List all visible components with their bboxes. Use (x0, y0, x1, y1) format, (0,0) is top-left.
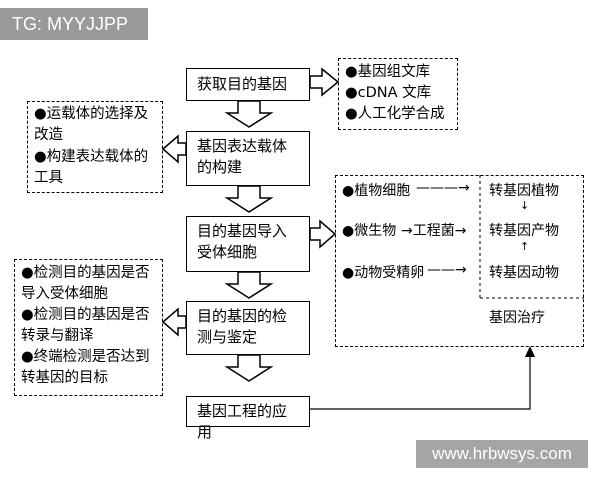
recipient-arrow-animal: ——→ (427, 262, 467, 278)
watermark-top: TG: MYYJJPP (0, 8, 148, 40)
right-arrow-recipients (309, 219, 337, 249)
detection-note-item: ●检测目的基因是否转录与翻译 (21, 307, 150, 344)
recipient-host-animal: ●动物受精卵 (342, 265, 425, 281)
recipient-arrow-microbe: →工程菌→ (401, 223, 467, 239)
down-arrow-3 (224, 271, 274, 299)
step-introduce: 目的基因导入受体细胞 (186, 216, 310, 272)
detection-note-panel: ●检测目的基因是否导入受体细胞 ●检测目的基因是否转录与翻译 ●终端检测是否达到… (14, 259, 163, 396)
gene-source-panel: ●基因组文库 ●cDNA 文库 ●人工化学合成 (338, 58, 458, 130)
detection-note-item: ●检测目的基因是否导入受体细胞 (21, 265, 150, 302)
recipient-result-microbe: 转基因产物 (489, 223, 559, 239)
left-arrow-vector (161, 134, 187, 164)
up-arrow-glyph: ↑ (520, 240, 530, 253)
gene-source-item: ●cDNA 文库 (345, 85, 432, 101)
detection-note-item: ●终端检测是否达到转基因的目标 (21, 349, 150, 386)
application-to-therapy-arrowhead (525, 346, 535, 357)
vector-note-panel: ●运载体的选择及改造 ●构建表达载体的工具 (27, 101, 163, 193)
down-arrow-4 (224, 354, 274, 382)
down-arrow-2 (224, 185, 274, 213)
vector-note-item: ●构建表达载体的工具 (34, 149, 149, 186)
step-application: 基因工程的应用 (186, 396, 310, 441)
right-arrow-sources (309, 67, 340, 97)
application-to-therapy-line (310, 355, 531, 410)
gene-source-item: ●基因组文库 (345, 64, 431, 80)
recipient-result-plant: 转基因植物 (489, 183, 559, 199)
step-detect: 目的基因的检测与鉴定 (186, 301, 310, 355)
vector-note-item: ●运载体的选择及改造 (34, 106, 149, 143)
recipient-panel (335, 175, 584, 347)
down-arrow-glyph: ↓ (520, 199, 530, 212)
watermark-bottom: www.hrbwsys.com (416, 440, 588, 468)
therapy-label: 基因治疗 (489, 310, 545, 326)
recipient-result-animal: 转基因动物 (489, 265, 559, 281)
step-obtain-gene: 获取目的基因 (186, 68, 310, 101)
left-arrow-detection (161, 307, 187, 337)
recipient-host-microbe: ●微生物 (342, 223, 397, 239)
recipient-host-plant: ●植物细胞 (342, 183, 411, 199)
down-arrow-1 (224, 100, 274, 128)
recipient-arrow-plant: ———→ (416, 180, 470, 196)
step-build-vector: 基因表达载体的构建 (186, 131, 310, 186)
gene-source-item: ●人工化学合成 (345, 106, 445, 122)
